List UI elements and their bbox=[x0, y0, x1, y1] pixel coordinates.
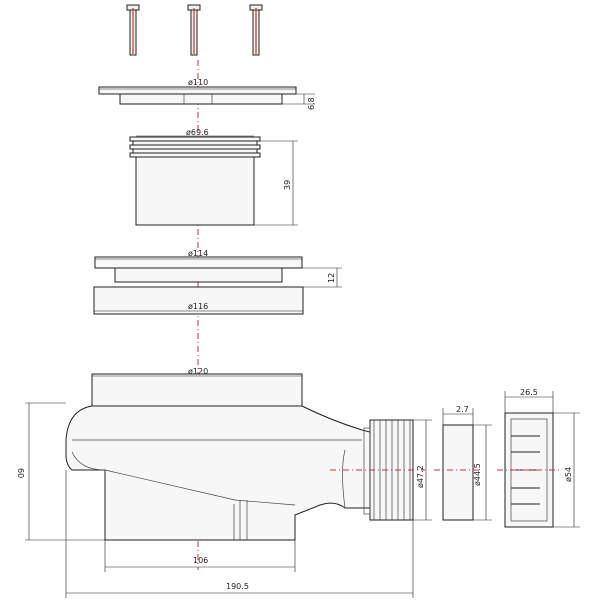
end-cap: 26.5 ø54 bbox=[497, 388, 580, 528]
trap-body: ø120 60 106 190.5 bbox=[16, 367, 414, 598]
dim-outlet-diameter: ø47.2 bbox=[416, 465, 425, 488]
sealing-ring: 2.7 ø44.5 bbox=[434, 405, 492, 521]
dim-cover-bottom-diameter: ø116 bbox=[188, 302, 208, 311]
dim-trap-total-length: 190.5 bbox=[226, 582, 249, 591]
screw-left bbox=[126, 4, 140, 56]
dim-cap-diameter: ø54 bbox=[564, 467, 573, 482]
screws bbox=[126, 4, 263, 56]
screw-right bbox=[249, 4, 263, 56]
threaded-outlet: ø47.2 bbox=[330, 419, 432, 521]
dim-cover-top-diameter: ø114 bbox=[188, 249, 208, 258]
dim-screw-plate-diameter: ø110 bbox=[188, 78, 208, 87]
cover-flange: ø114 ø116 12 bbox=[93, 249, 342, 315]
dim-trap-bottom-width: 106 bbox=[193, 556, 208, 565]
dim-ring-thickness: 2.7 bbox=[456, 405, 469, 414]
dim-ring-diameter: ø44.5 bbox=[473, 463, 482, 486]
dim-cover-height: 12 bbox=[327, 273, 336, 283]
cylinder-insert: ø69.6 39 bbox=[129, 128, 298, 226]
dim-trap-top-diameter: ø120 bbox=[188, 367, 208, 376]
screw-middle bbox=[187, 4, 201, 56]
dim-trap-height: 60 bbox=[16, 468, 25, 478]
dim-cylinder-height: 39 bbox=[283, 180, 292, 190]
dim-screw-plate-height: 6.8 bbox=[307, 97, 316, 110]
dim-cap-depth: 26.5 bbox=[520, 388, 538, 397]
grate-plate: ø110 6.8 bbox=[98, 78, 316, 110]
dim-cylinder-diameter: ø69.6 bbox=[186, 128, 209, 137]
